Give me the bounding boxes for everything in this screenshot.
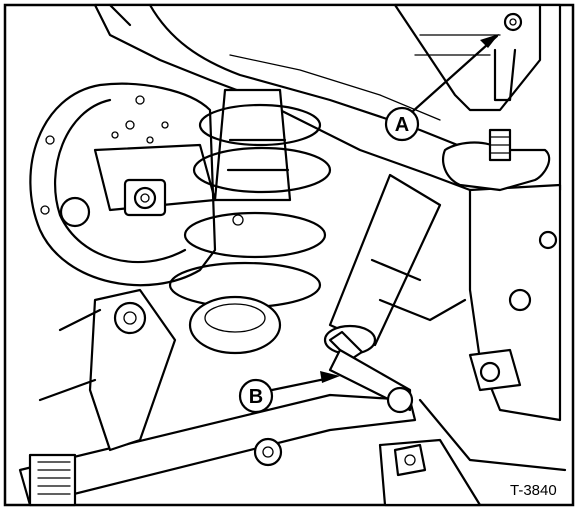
lower-bracket xyxy=(378,438,482,507)
coil-spring xyxy=(168,88,332,355)
callout-a: A xyxy=(384,34,499,142)
figure-id: T-3840 xyxy=(510,482,557,499)
shock-absorber xyxy=(323,173,442,362)
lower-arm xyxy=(18,348,417,507)
callout-b: B xyxy=(238,371,340,414)
brake-backing-plate xyxy=(29,82,217,287)
callout-a-label: A xyxy=(395,114,409,136)
callout-b-label: B xyxy=(249,386,263,408)
diagonal-links xyxy=(38,288,177,452)
right-hub-assembly xyxy=(378,128,567,472)
